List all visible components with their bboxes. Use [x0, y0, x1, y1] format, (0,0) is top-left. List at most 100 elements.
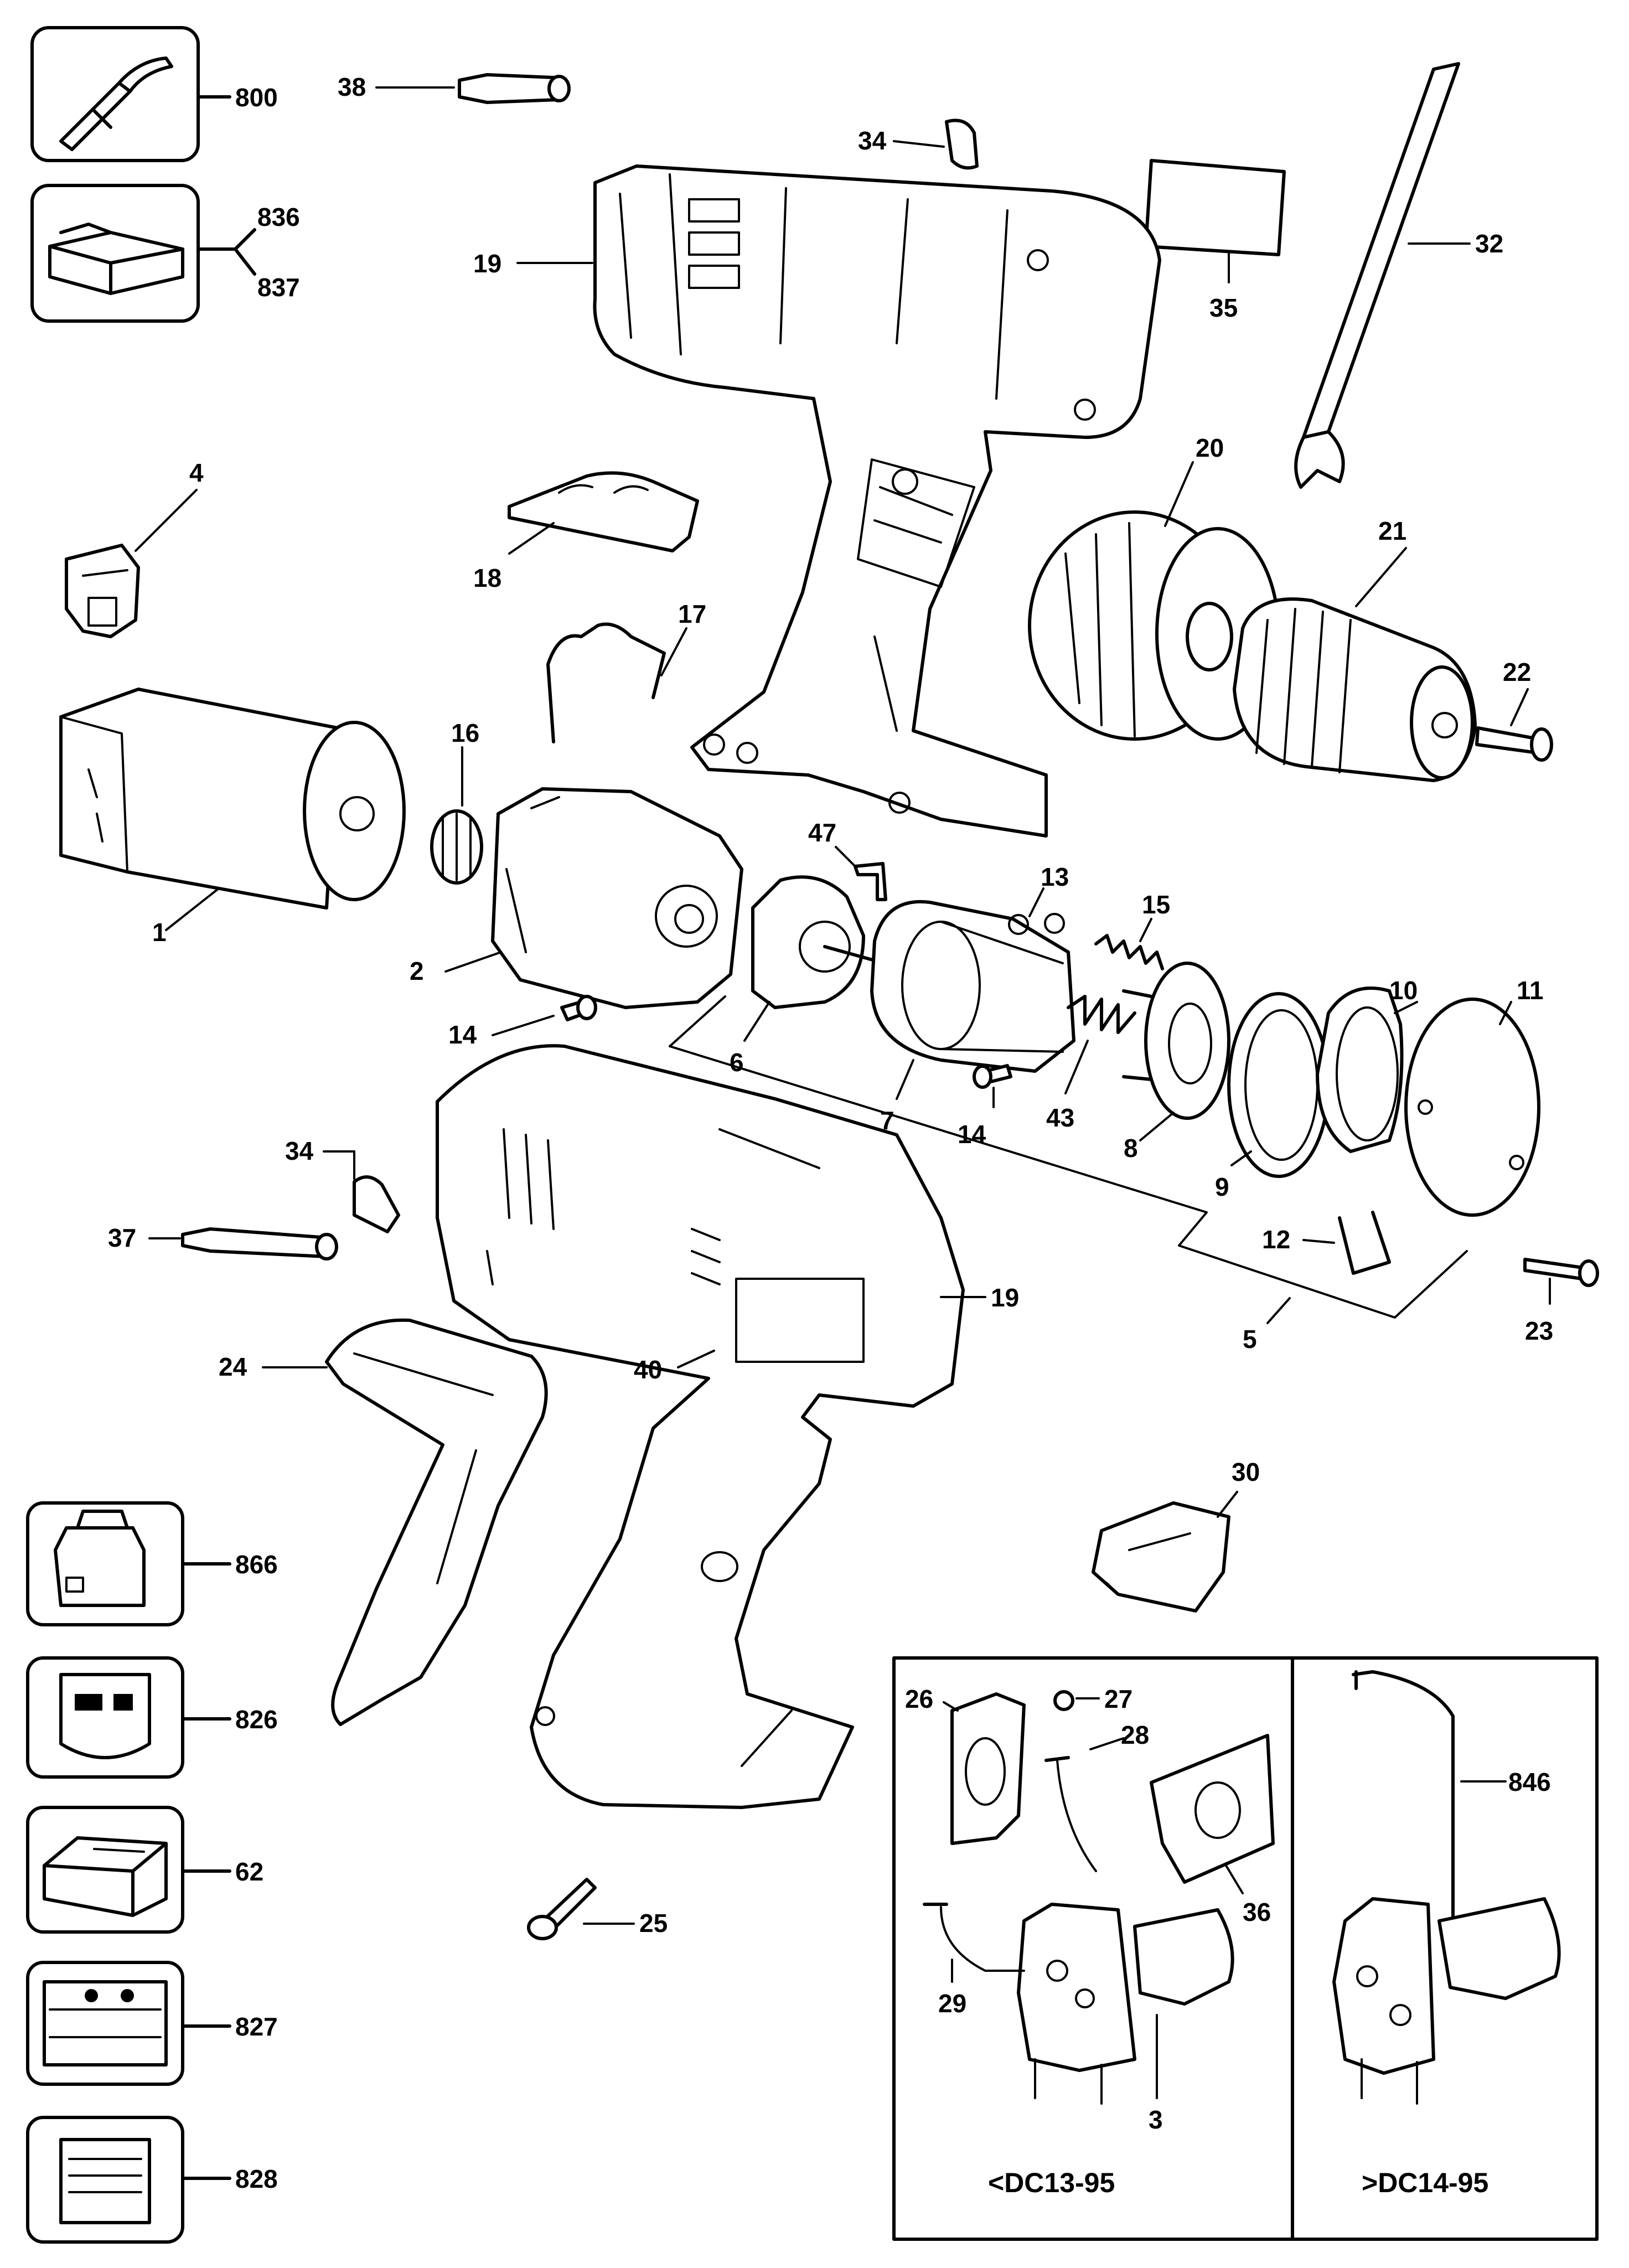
label-14-right: 14 [958, 1120, 986, 1149]
part-9-clutch-ring: 9 [1215, 992, 1330, 1201]
part-30-forward-reverse-button: 30 [1092, 1458, 1260, 1613]
label-32: 32 [1475, 229, 1503, 258]
part-15-spring: 15 [1094, 890, 1170, 970]
part-43-spindle-spring: 43 [1046, 995, 1136, 1132]
part-2-gearbox-housing: 2 [410, 787, 743, 1009]
part-37-screwdriver-bit: 37 [108, 1223, 338, 1260]
label-29: 29 [938, 1989, 966, 2018]
accessory-828-box: 828 [26, 2116, 278, 2244]
battery-label-icon [59, 1673, 151, 1759]
label-19-lower: 19 [991, 1283, 1019, 1312]
part-25-screw: 25 [527, 1878, 668, 1940]
part-27-nut: 27 [1053, 1685, 1132, 1713]
tool-case-icon [48, 223, 184, 295]
label-6: 6 [730, 1048, 744, 1077]
label-8: 8 [1124, 1134, 1138, 1163]
screwdriver-bit-holder-icon [59, 56, 173, 151]
label-34-top: 34 [858, 126, 887, 155]
label-837: 837 [257, 273, 300, 302]
part-14-screw-right: 14 [958, 1064, 1012, 1149]
label-2: 2 [410, 957, 424, 985]
label-20: 20 [1196, 433, 1224, 462]
label-836: 836 [257, 203, 300, 231]
part-12-wire-clip: 12 [1262, 1211, 1391, 1275]
label-47: 47 [808, 818, 836, 847]
part-21-keyless-chuck: 21 [1233, 516, 1477, 782]
label-16: 16 [451, 719, 479, 747]
part-11-snap-ring: 11 [1404, 976, 1544, 1217]
accessory-866-box: 866 [26, 1501, 278, 1626]
accessory-836-837-box: 836 837 [30, 184, 300, 323]
part-34-clip-lower: 34 [285, 1136, 400, 1233]
part-28-wire-lead: 28 [1044, 1721, 1149, 1872]
part-10-adjusting-nut: 10 [1316, 976, 1418, 1153]
part-38-screwdriver-bit: 38 [338, 73, 571, 104]
part-22-chuck-screw: 22 [1475, 658, 1553, 762]
label-846: 846 [1508, 1768, 1551, 1796]
label-12: 12 [1262, 1225, 1290, 1254]
part-13-balls: 13 [1008, 862, 1069, 935]
part-5-gearbox-assembly-bracket: 5 [669, 995, 1468, 1353]
accessory-800-box: 800 [30, 26, 278, 162]
part-8-pin-plate: 8 [1122, 962, 1230, 1163]
label-36: 36 [1243, 1898, 1271, 1926]
part-32-chuck-key-wrench: 32 [1294, 62, 1503, 489]
part-34-clip-top: 34 [858, 118, 979, 170]
label-5: 5 [1243, 1325, 1257, 1353]
part-40-label: 40 [634, 1350, 715, 1384]
label-14-left: 14 [448, 1020, 477, 1049]
part-14-screw-left: 14 [448, 995, 597, 1049]
label-34-lower: 34 [285, 1136, 314, 1165]
label-19-top: 19 [473, 249, 501, 278]
part-24-side-handle-cover: 24 [219, 1318, 548, 1726]
part-18-switch-button: 18 [473, 471, 699, 592]
label-826: 826 [235, 1705, 278, 1734]
label-10: 10 [1389, 976, 1418, 1005]
charger-label-icon [43, 1980, 168, 2066]
part-16-pinion-gear: 16 [430, 719, 483, 885]
part-29-wire-lead: 29 [923, 1903, 1025, 2018]
accessory-826-box: 826 [26, 1656, 278, 1779]
label-1: 1 [152, 918, 167, 947]
label-38: 38 [338, 73, 366, 101]
label-3: 3 [1149, 2105, 1163, 2134]
part-846-switch-dc14: 846 [1332, 1670, 1561, 2105]
switch-inset-panel: 26 27 28 36 3 [892, 1656, 1599, 2241]
part-3-switch-dc13: 3 [1017, 1903, 1234, 2134]
accessory-827-box: 827 [26, 1961, 278, 2086]
label-25: 25 [639, 1909, 668, 1938]
label-23: 23 [1525, 1316, 1553, 1345]
part-4-brush-holder: 4 [65, 458, 204, 638]
label-827: 827 [235, 2012, 278, 2041]
label-26: 26 [905, 1685, 933, 1713]
part-23-screw: 23 [1523, 1258, 1599, 1345]
inset-caption-dc14: >DC14-95 [1362, 2167, 1488, 2198]
label-11: 11 [1517, 976, 1544, 1005]
part-35-label-plate: 35 [1144, 159, 1286, 322]
part-1-motor: 1 [59, 688, 406, 947]
label-9: 9 [1215, 1172, 1229, 1201]
part-7-gear-case: 7 [870, 900, 1075, 1135]
battery-charger-icon [43, 1836, 168, 1917]
label-37: 37 [108, 1223, 136, 1252]
label-24: 24 [219, 1352, 247, 1381]
label-40: 40 [634, 1355, 662, 1384]
rating-plate-icon [59, 2138, 151, 2224]
label-22: 22 [1503, 658, 1531, 686]
part-47-small-clip: 47 [808, 818, 887, 901]
label-828: 828 [235, 2164, 278, 2193]
part-19-right-housing-half: 19 [436, 1044, 1019, 1809]
label-28: 28 [1121, 1721, 1149, 1749]
label-866: 866 [235, 1550, 278, 1579]
inset-caption-dc13: <DC13-95 [988, 2167, 1115, 2198]
accessory-62-box: 62 [26, 1806, 263, 1934]
label-15: 15 [1142, 890, 1170, 919]
part-36-insulator: 36 [1150, 1734, 1275, 1926]
label-43: 43 [1046, 1103, 1074, 1132]
label-800: 800 [235, 83, 278, 112]
part-6-planetary-carrier: 6 [730, 875, 876, 1077]
label-27: 27 [1104, 1685, 1132, 1713]
label-4: 4 [189, 458, 204, 487]
label-21: 21 [1378, 516, 1406, 545]
